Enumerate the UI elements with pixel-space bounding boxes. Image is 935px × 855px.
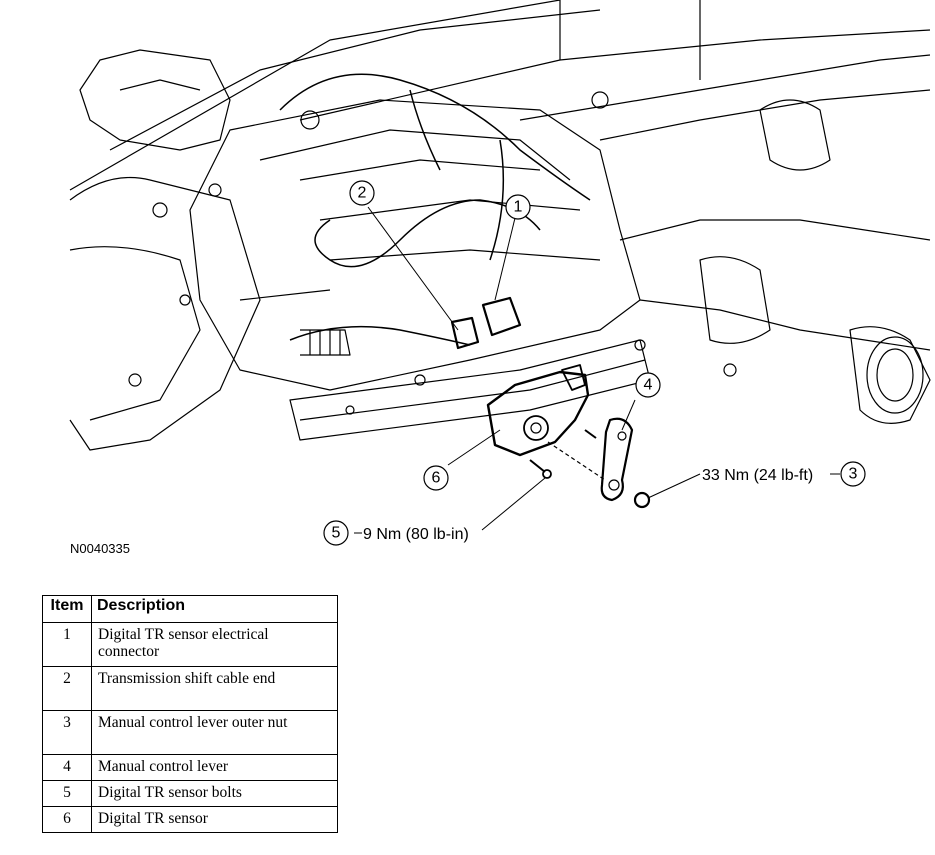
table-row: 2 Transmission shift cable end — [42, 666, 338, 711]
row-description: Digital TR sensor bolts — [91, 780, 338, 807]
table-row: 4 Manual control lever — [42, 754, 338, 781]
row-description: Digital TR sensor — [91, 806, 338, 833]
row-item: 3 — [42, 710, 92, 755]
table-row: 3 Manual control lever outer nut — [42, 710, 338, 755]
svg-text:33 Nm (24 lb-ft): 33 Nm (24 lb-ft) — [702, 467, 813, 484]
callout-5: 5 9 Nm (80 lb-in) — [323, 520, 469, 546]
row-item: 4 — [42, 754, 92, 781]
legend-header-row: Item Description — [42, 595, 338, 623]
row-item: 1 — [42, 622, 92, 667]
callout-leaders — [354, 206, 840, 534]
callout-1: 1 — [505, 194, 531, 220]
table-row: 5 Digital TR sensor bolts — [42, 780, 338, 807]
callout-2: 2 — [349, 180, 375, 206]
figure-id: N0040335 — [70, 541, 130, 556]
callout-3: 33 Nm (24 lb-ft) 3 — [702, 461, 866, 487]
header-item: Item — [42, 595, 92, 623]
svg-text:2: 2 — [358, 185, 367, 202]
row-item: 6 — [42, 806, 92, 833]
svg-text:3: 3 — [849, 466, 858, 483]
row-description: Transmission shift cable end — [91, 666, 338, 711]
legend-table: Item Description 1 Digital TR sensor ele… — [42, 595, 338, 833]
callout-4: 4 — [635, 372, 661, 398]
row-description: Digital TR sensor electrical connector — [91, 622, 338, 667]
row-description: Manual control lever — [91, 754, 338, 781]
svg-text:6: 6 — [432, 470, 441, 487]
svg-text:5: 5 — [332, 525, 341, 542]
svg-text:1: 1 — [514, 199, 523, 216]
row-item: 5 — [42, 780, 92, 807]
svg-text:4: 4 — [644, 377, 653, 394]
table-row: 1 Digital TR sensor electrical connector — [42, 622, 338, 667]
svg-text:9 Nm (80 lb-in): 9 Nm (80 lb-in) — [363, 526, 469, 543]
transmission-illustration: 1 2 33 Nm (24 lb-ft) 3 4 5 9 Nm (80 lb-i… — [69, 0, 931, 546]
table-row: 6 Digital TR sensor — [42, 806, 338, 833]
row-item: 2 — [42, 666, 92, 711]
transmission-linework — [69, 0, 931, 509]
row-description: Manual control lever outer nut — [91, 710, 338, 755]
header-description: Description — [91, 595, 338, 623]
callout-6: 6 — [423, 465, 449, 491]
